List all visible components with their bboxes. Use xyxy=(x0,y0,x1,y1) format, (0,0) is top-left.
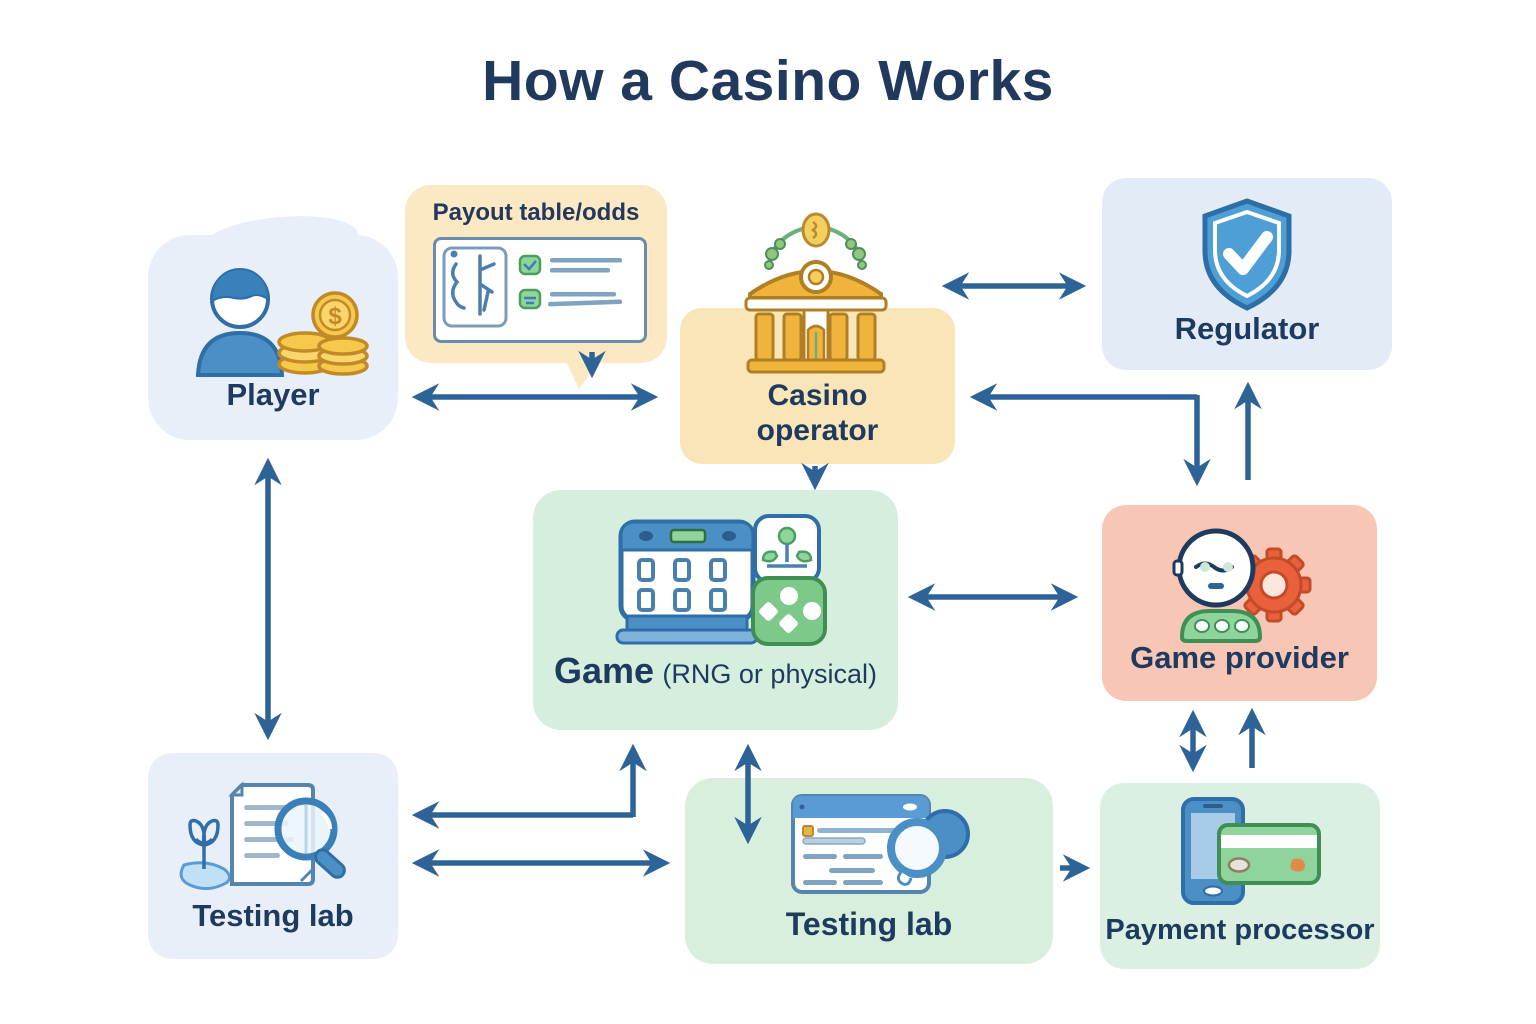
payment-processor-label: Payment processor xyxy=(1105,913,1375,946)
game-label: Game (RNG or physical) xyxy=(554,649,877,691)
node-testing-lab-left: Testing lab xyxy=(148,753,398,959)
payout-label: Payout table/odds xyxy=(432,199,640,226)
testing-lab-left-label: Testing lab xyxy=(192,898,354,934)
casino-operator-label: Casino operator xyxy=(756,379,879,448)
person-with-coins-icon: $ xyxy=(183,263,373,378)
node-game-provider: Game provider xyxy=(1102,505,1377,701)
document-magnifier-icon xyxy=(170,773,375,893)
node-testing-lab-center: Testing lab xyxy=(685,778,1053,964)
shield-check-icon xyxy=(1197,196,1297,314)
phone-and-card-icon xyxy=(1165,795,1325,907)
page-title: How a Casino Works xyxy=(482,49,1054,113)
slot-machine-and-game-tile-icon xyxy=(613,508,828,653)
node-player: $ Player xyxy=(148,235,398,440)
payout-table-card-icon xyxy=(433,237,647,343)
node-payment-processor: Payment processor xyxy=(1100,783,1380,969)
game-provider-label: Game provider xyxy=(1130,640,1349,676)
svg-text:$: $ xyxy=(328,303,342,330)
arrow-regulator-elbow xyxy=(969,383,1211,487)
node-regulator: Regulator xyxy=(1102,178,1392,370)
robot-and-gear-icon xyxy=(1160,523,1320,643)
player-label: Player xyxy=(226,377,320,413)
regulator-label: Regulator xyxy=(1174,311,1320,347)
bubble-tail xyxy=(565,359,601,389)
arrow-game-testinglab-left xyxy=(411,743,647,829)
browser-magnifier-icon xyxy=(785,790,975,900)
casino-building-icon xyxy=(728,210,903,376)
node-payout-bubble: Payout table/odds xyxy=(405,185,667,389)
node-game: Game (RNG or physical) xyxy=(533,490,898,730)
testing-lab-center-label: Testing lab xyxy=(785,906,953,943)
